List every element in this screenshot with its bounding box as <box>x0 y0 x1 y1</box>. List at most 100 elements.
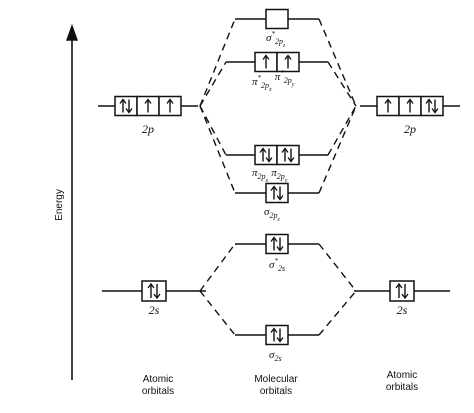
dash-right-sigma-star-2s <box>318 243 357 292</box>
caption-molecular-line1: Molecular <box>254 374 298 385</box>
orbital-box <box>265 182 289 204</box>
caption-molecular: Molecular orbitals <box>254 374 298 397</box>
caption-atomic-right: Atomic orbitals <box>386 370 418 393</box>
electron-up-icon <box>259 147 267 162</box>
electron-down-icon <box>125 99 133 114</box>
mo-label-sub: 2p <box>258 172 266 181</box>
left-2s-level <box>102 280 206 302</box>
mo-level-pi-star-2p <box>226 51 328 73</box>
energy-axis-label: Energy <box>54 189 65 221</box>
electron-up-icon <box>144 98 152 113</box>
energy-axis: Energy <box>54 23 78 380</box>
correlation-lines <box>199 18 357 336</box>
caption-molecular-line2: orbitals <box>260 386 292 397</box>
orbital-box <box>389 280 415 302</box>
mo-label-subsub-x: x <box>265 178 269 184</box>
electron-up-icon <box>384 98 392 113</box>
right-2p-label: 2p <box>404 122 416 136</box>
electron-up-icon <box>119 98 127 113</box>
caption-atomic-right-line1: Atomic <box>387 370 418 381</box>
caption-atomic-left-line1: Atomic <box>143 374 174 385</box>
energy-axis-arrow-icon <box>66 23 78 41</box>
label-sigma-2pz: σ2pz <box>264 206 280 223</box>
electron-down-icon <box>276 328 284 343</box>
label-sigma-2s: σ2s <box>269 349 282 363</box>
dash-left-sigma-star-2pz <box>199 18 236 107</box>
label-pi-2p: π2pxπ2py <box>252 167 288 184</box>
mo-label-sub: 2p <box>261 81 269 90</box>
electron-down-icon <box>431 99 439 114</box>
mo-level-pi-2p <box>226 144 328 166</box>
label-sigma-star-2s: σ*2s <box>269 257 285 273</box>
svg-text:σ*2s: σ*2s <box>269 257 285 273</box>
svg-text:π2pxπ2py: π2pxπ2py <box>252 167 288 184</box>
electron-up-icon <box>281 147 289 162</box>
mo-label-star: * <box>258 74 262 82</box>
mo-label-subsub-x: x <box>268 87 272 93</box>
electron-down-icon <box>153 284 161 300</box>
left-2p-label-group: 2p <box>142 122 154 136</box>
svg-text:σ*2pz: σ*2pz <box>266 30 286 49</box>
mo-label-star: * <box>271 30 275 38</box>
mo-label-star: * <box>274 257 278 265</box>
orbital-box <box>265 233 289 255</box>
electron-up-icon <box>270 185 278 200</box>
orbital-box <box>265 324 289 346</box>
orbital-levels <box>98 8 460 346</box>
mo-label-subsub: z <box>276 217 280 223</box>
mo-label-sub: 2s <box>274 354 281 363</box>
electron-up-icon <box>262 54 270 69</box>
orbital-box <box>265 8 289 30</box>
mo-level-sigma-star-2s <box>235 233 319 255</box>
electron-up-icon <box>147 282 155 298</box>
right-2p-label-group: 2p <box>404 122 416 136</box>
mo-label-sub: 2p <box>275 37 283 46</box>
right-2s-label-group: 2s <box>397 303 408 317</box>
mo-label-subsub-y: y <box>291 82 295 88</box>
mo-label-main: π <box>252 76 258 88</box>
right-2p-level <box>360 95 460 117</box>
mo-label-sub: 2p <box>269 211 277 220</box>
dash-right-sigma-star-2pz <box>318 18 357 107</box>
orbital-box <box>114 95 138 117</box>
mo-label-subsub: z <box>282 43 286 49</box>
orbital-box <box>254 144 278 166</box>
dash-left-sigma-2pz <box>199 105 236 194</box>
mo-label-main: σ <box>266 32 272 44</box>
electron-up-icon <box>284 54 292 69</box>
caption-atomic-left-line2: orbitals <box>142 386 174 397</box>
mo-label-subsub-y: y <box>284 178 288 184</box>
svg-text:σ2s: σ2s <box>269 349 282 363</box>
right-2s-label: 2s <box>397 303 408 317</box>
dash-right-pi-star-2p <box>327 61 357 107</box>
mo-label-main: σ <box>269 349 275 361</box>
left-2s-label: 2s <box>149 303 160 317</box>
mo-label-main: σ <box>264 206 270 218</box>
dash-left-sigma-2s <box>199 290 236 336</box>
mo-label-main-2: π <box>271 167 277 179</box>
mo-label-sub: 2s <box>278 264 285 273</box>
left-2p-level <box>98 95 198 117</box>
dash-left-pi-star-2p <box>199 61 227 107</box>
mo-level-sigma-2s <box>235 324 319 346</box>
orbital-box <box>276 144 300 166</box>
mo-label-sub-2: 2p <box>284 76 292 85</box>
label-pi-star-2p: π*2pxπ*2py <box>252 69 295 93</box>
mo-level-sigma-star-2pz <box>235 8 319 30</box>
mo-label-main: π <box>252 167 258 179</box>
electron-up-icon <box>395 282 403 298</box>
electron-down-icon <box>276 186 284 201</box>
electron-up-icon <box>270 327 278 342</box>
left-2s-label-group: 2s <box>149 303 160 317</box>
electron-down-icon <box>287 148 295 163</box>
mo-level-sigma-2pz <box>235 182 319 204</box>
dash-right-sigma-2pz <box>318 105 357 194</box>
orbital-box <box>141 280 167 302</box>
electron-up-icon <box>270 236 278 251</box>
dash-right-sigma-2s <box>318 290 357 336</box>
svg-text:π*2pxπ*2py: π*2pxπ*2py <box>252 69 295 93</box>
electron-up-icon <box>166 98 174 113</box>
electron-down-icon <box>401 284 409 300</box>
mo-label-star-2: * <box>280 69 284 77</box>
electron-down-icon <box>265 148 273 163</box>
